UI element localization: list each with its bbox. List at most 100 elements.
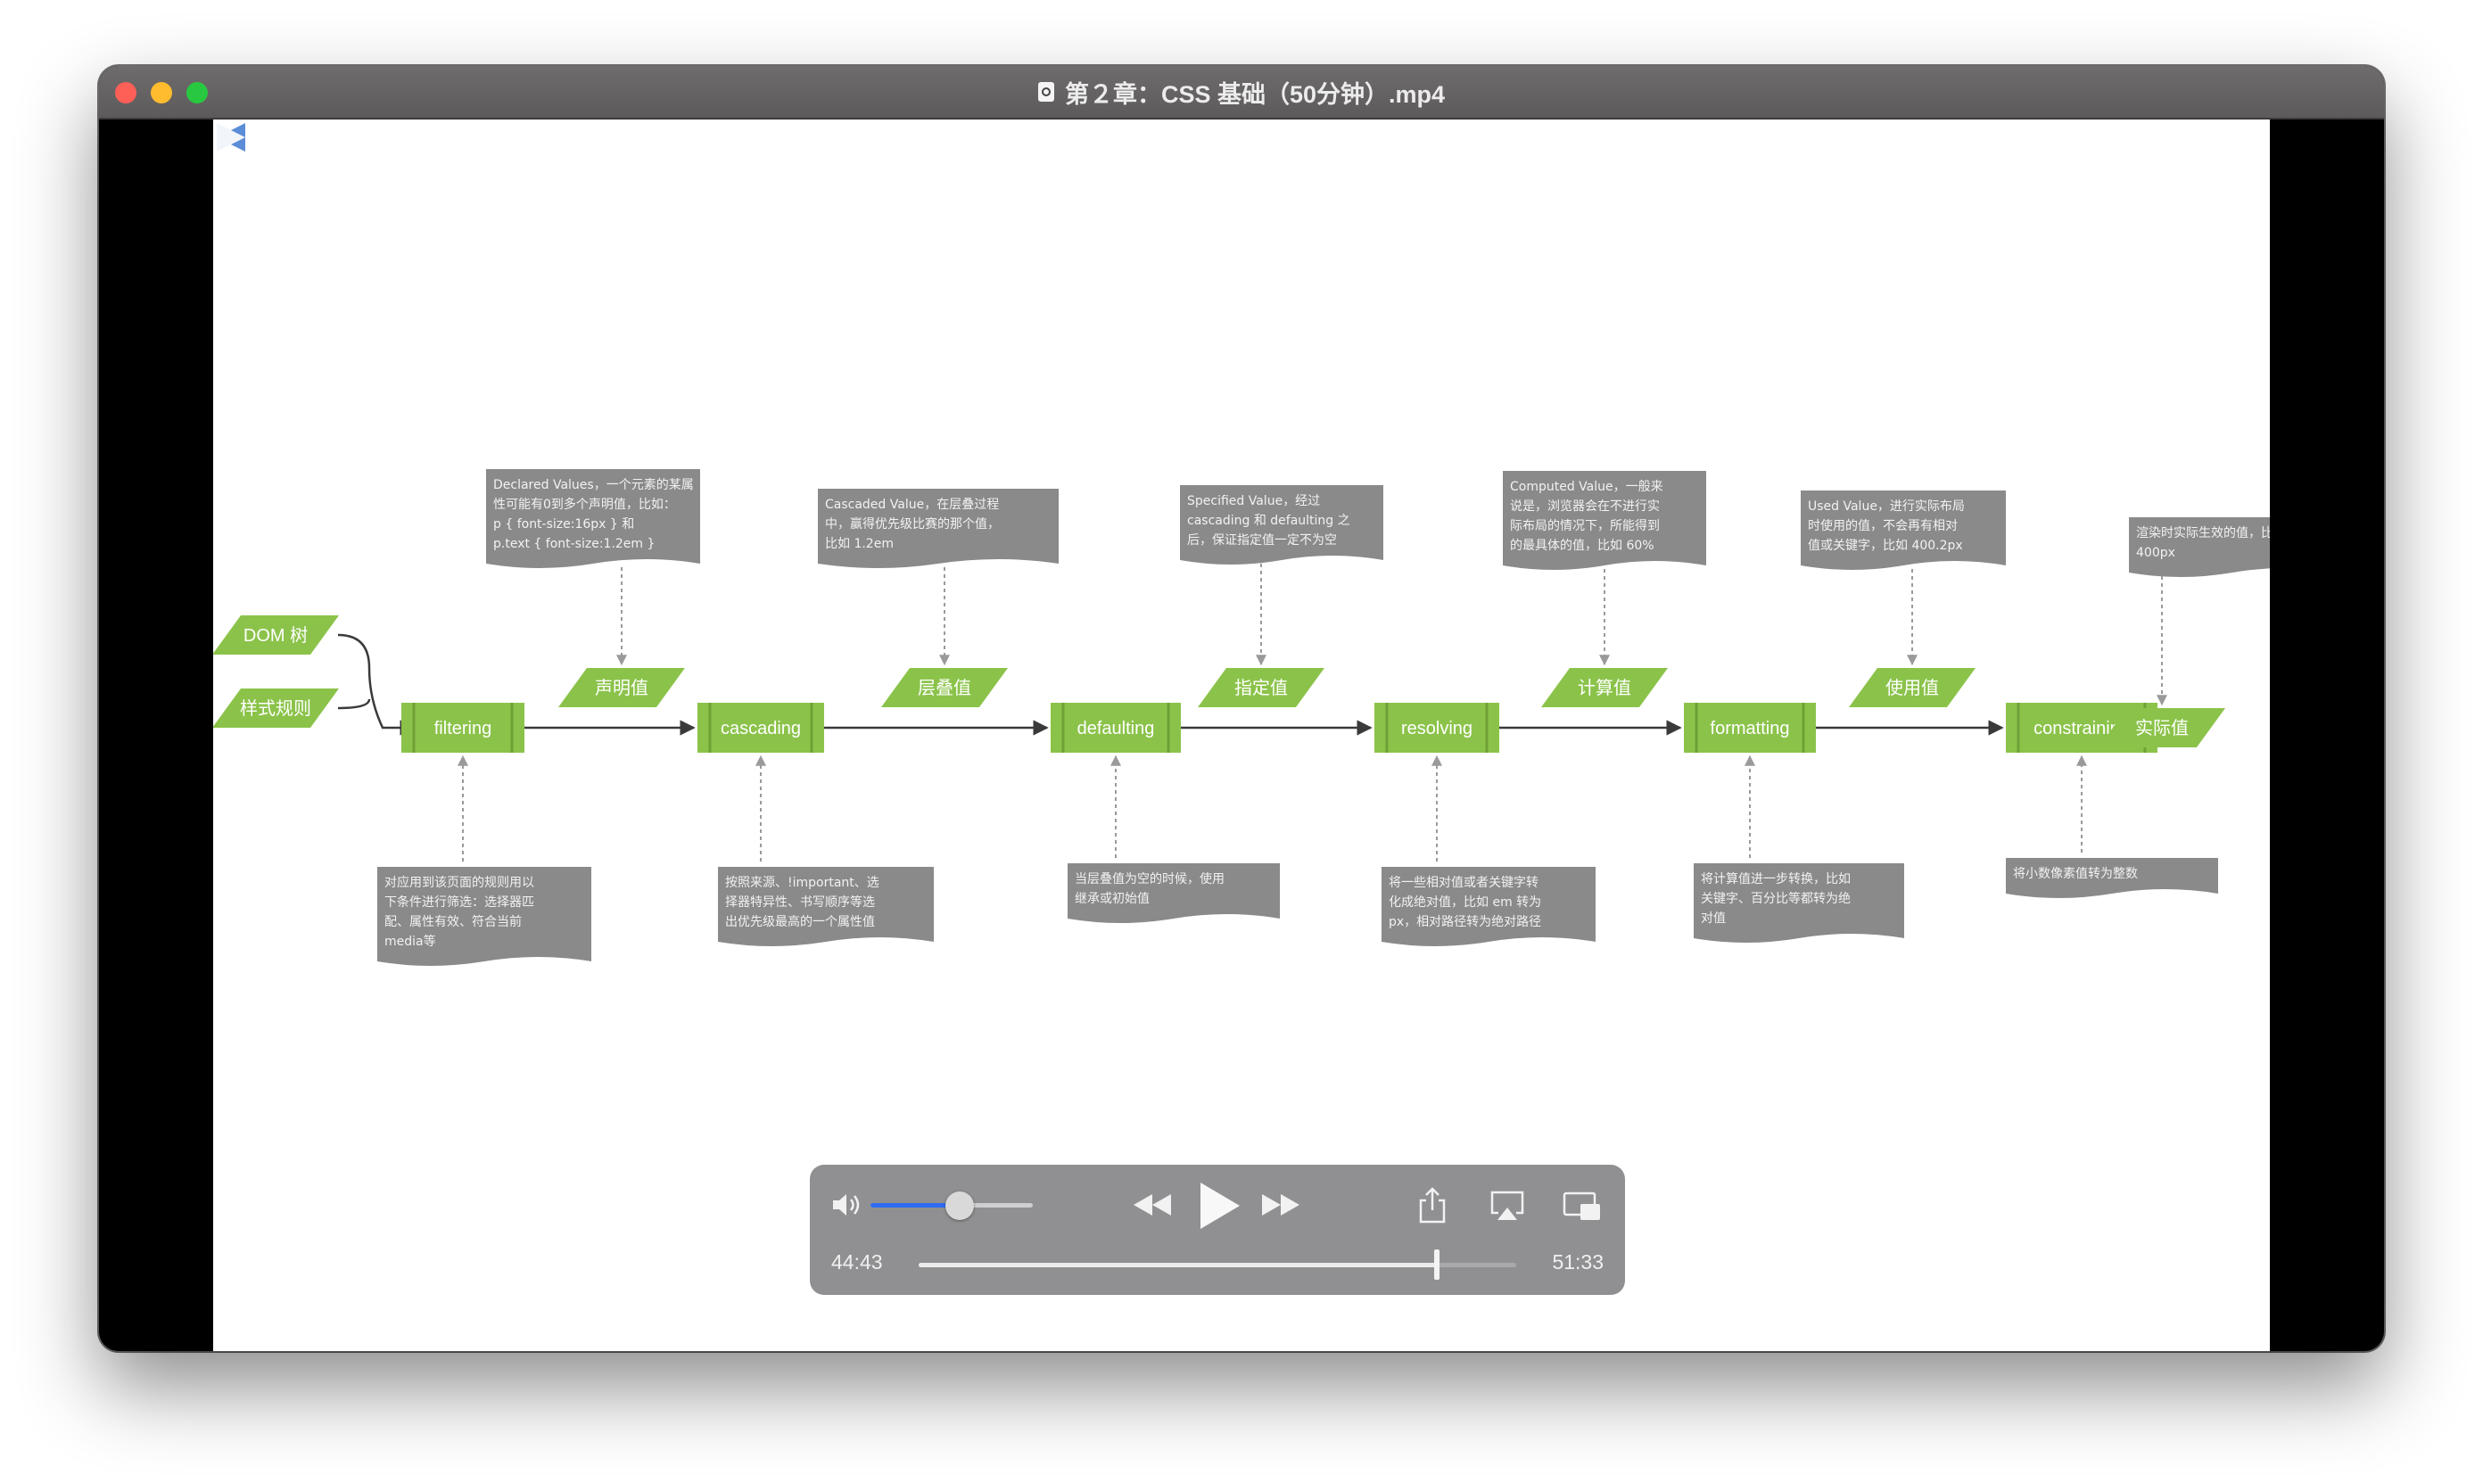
input-style-rules-shape [213, 688, 339, 728]
note-line: 性可能有0到多个声明值，比如： [493, 497, 676, 512]
note-line: 关键字、百分比等都转为绝 [1701, 891, 1851, 906]
process-box-4 [1684, 703, 1816, 753]
value-note-5 [2129, 517, 2270, 577]
title-bar[interactable]: 第２章：CSS 基础（50分钟）.mp4 [99, 66, 2384, 120]
note-line: 后，保证指定值一定不为空 [1187, 533, 1337, 548]
note-line: 比如 1.2em [825, 537, 894, 551]
next-slide-icon[interactable] [213, 120, 249, 155]
video-frame[interactable]: DOM 树样式规则 filtering 声明值 cascading 层叠值 default… [213, 120, 2270, 1351]
process-label: cascading [721, 719, 801, 738]
share-icon[interactable] [1416, 1186, 1448, 1225]
airplay-icon[interactable] [1489, 1190, 1525, 1222]
note-line: 的最具体的值，比如 60% [1510, 539, 1654, 553]
note-line: 将一些相对值或者关键字转 [1389, 876, 1538, 890]
process-label: filtering [434, 719, 491, 738]
value-label-2-shape [1198, 668, 1324, 707]
playhead[interactable] [1433, 1249, 1439, 1280]
rewind-icon[interactable] [1131, 1191, 1174, 1218]
process-note-2 [1068, 863, 1280, 923]
input-dom-tree: DOM 树 [243, 625, 308, 646]
process-note-5 [2006, 858, 2218, 898]
value-label-3: 计算值 [1578, 678, 1631, 698]
document-icon [1037, 82, 1054, 102]
process-box-3 [1374, 703, 1499, 753]
process-box-0 [401, 703, 524, 753]
process-note-4 [1694, 863, 1904, 943]
process-box-2 [1051, 703, 1181, 753]
slide-diagram: DOM 树样式规则 filtering 声明值 cascading 层叠值 default… [213, 120, 2270, 1351]
note-line: 渲染时实际生效的值，比如 [2136, 526, 2270, 540]
speaker-icon[interactable] [831, 1191, 863, 1218]
note-line: p.text { font-size:1.2em } [493, 537, 655, 551]
note-line: 下条件进行筛选：选择器匹 [384, 895, 534, 910]
volume-knob[interactable] [945, 1191, 975, 1220]
note-line: 说是，浏览器会在不进行实 [1510, 499, 1660, 514]
input-style-rules: 样式规则 [240, 698, 311, 719]
value-note-2 [1180, 485, 1383, 565]
note-line: 化成绝对值，比如 em 转为 [1389, 895, 1541, 910]
value-label-1-shape [881, 668, 1008, 707]
note-line: media等 [384, 934, 436, 949]
value-label-1: 层叠值 [918, 678, 971, 698]
window-title: 第２章：CSS 基础（50分钟）.mp4 [99, 66, 2384, 118]
value-label-4: 使用值 [1885, 678, 1939, 698]
current-time: 44:43 [831, 1250, 883, 1274]
timeline-progress [919, 1263, 1437, 1267]
value-label-0: 声明值 [595, 678, 648, 698]
value-label-5-shape [2099, 708, 2225, 747]
note-line: p { font-size:16px } 和 [493, 517, 634, 532]
volume-level [870, 1203, 961, 1208]
note-line: 择器特异性、书写顺序等选 [725, 895, 875, 910]
input-dom-tree-shape [213, 615, 339, 655]
process-box-1 [697, 703, 824, 753]
process-label: constraining [2033, 719, 2130, 738]
note-line: 配、属性有效、符合当前 [384, 914, 522, 929]
value-note-3 [1503, 471, 1706, 570]
timeline-scrubber[interactable] [919, 1249, 1516, 1280]
note-line: px，相对路径转为绝对路径 [1389, 915, 1541, 929]
value-label-4-shape [1849, 668, 1976, 707]
note-line: Cascaded Value，在层叠过程 [825, 498, 999, 512]
value-note-1 [818, 489, 1059, 568]
value-label-3-shape [1541, 668, 1668, 707]
process-label: resolving [1401, 719, 1472, 738]
close-button[interactable] [115, 82, 136, 103]
note-line: Declared Values，一个元素的某属 [493, 478, 694, 492]
value-note-0 [486, 469, 700, 568]
note-line: 值或关键字，比如 400.2px [1808, 539, 1963, 553]
note-line: Used Value，进行实际布局 [1808, 499, 1965, 514]
note-line: cascading 和 defaulting 之 [1187, 514, 1350, 528]
player-window: 第２章：CSS 基础（50分钟）.mp4 DOM 树样式规则 filtering 声… [99, 66, 2384, 1351]
duration-time: 51:33 [1552, 1250, 1604, 1274]
note-line: 400px [2136, 546, 2175, 560]
note-line: 按照来源、!important、选 [725, 876, 879, 890]
minimize-button[interactable] [151, 82, 172, 103]
note-line: 时使用的值，不会再有相对 [1808, 518, 1958, 533]
merge-brace [337, 698, 371, 710]
merge-brace [337, 633, 416, 736]
playback-controls[interactable]: 44:43 51:33 [810, 1165, 1625, 1295]
note-line: 将小数像素值转为整数 [2013, 867, 2138, 881]
process-note-3 [1382, 867, 1596, 946]
picture-in-picture-icon[interactable] [1563, 1191, 1602, 1222]
process-note-0 [377, 867, 591, 966]
process-label: defaulting [1077, 719, 1155, 738]
process-note-1 [718, 867, 934, 946]
play-icon[interactable] [1192, 1179, 1243, 1233]
value-label-0-shape [558, 668, 685, 707]
note-line: 继承或初始值 [1075, 891, 1150, 906]
fast-forward-icon[interactable] [1259, 1191, 1302, 1218]
note-line: 当层叠值为空的时候，使用 [1075, 871, 1225, 886]
note-line: 对值 [1701, 911, 1726, 926]
note-line: 际布局的情况下，所能得到 [1510, 518, 1660, 533]
note-line: 对应用到该页面的规则用以 [384, 875, 534, 890]
window-title-text: 第２章：CSS 基础（50分钟）.mp4 [1064, 80, 1446, 108]
volume-slider[interactable] [870, 1191, 1033, 1220]
note-line: 将计算值进一步转换，比如 [1701, 871, 1851, 886]
value-note-4 [1801, 491, 2006, 570]
zoom-button[interactable] [186, 82, 208, 103]
note-line: Computed Value，一般来 [1510, 480, 1663, 494]
note-line: 中，赢得优先级比赛的那个值， [825, 516, 1000, 532]
note-line: Specified Value，经过 [1187, 494, 1320, 508]
